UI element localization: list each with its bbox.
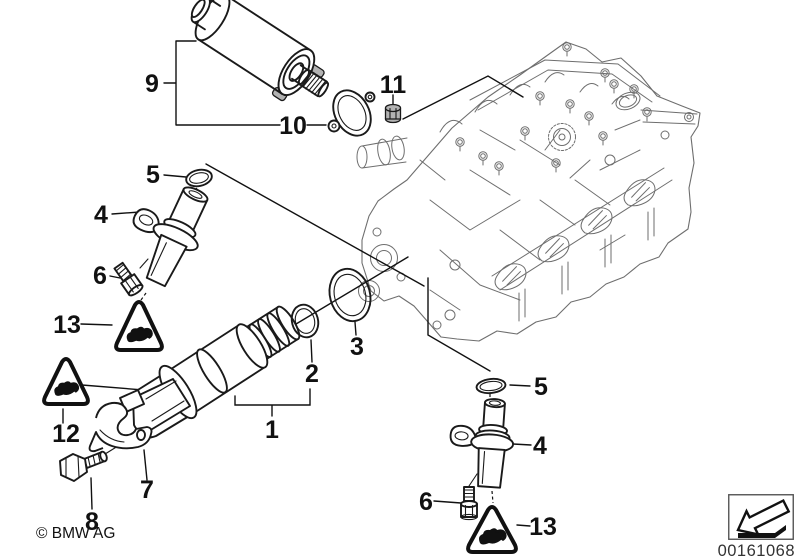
callout-5-left[interactable]: 5 — [146, 161, 160, 189]
solenoid-actuator-drawing — [190, 0, 330, 102]
callout-13-right[interactable]: 13 — [529, 513, 557, 541]
callout-9[interactable]: 9 — [145, 70, 159, 98]
gasket-ring-drawing — [327, 89, 376, 137]
callout-1[interactable]: 1 — [265, 416, 279, 444]
o-ring-small-drawing — [290, 303, 320, 339]
o-ring-right-drawing — [475, 377, 507, 395]
warning-triangle-lower-left-icon — [42, 357, 90, 406]
callout-4-left[interactable]: 4 — [94, 201, 108, 229]
callout-6-left[interactable]: 6 — [93, 262, 107, 290]
hex-nut-drawing — [384, 103, 402, 124]
copyright-text: © BMW AG — [36, 525, 115, 542]
callout-8[interactable]: 8 — [85, 508, 99, 536]
warning-triangle-right-icon — [466, 505, 518, 554]
engine-cylinder-head-drawing — [356, 41, 701, 342]
callouts: 9 10 11 5 4 6 13 2 3 1 12 7 8 5 4 6 13 — [52, 70, 557, 541]
callout-6-right[interactable]: 6 — [419, 488, 433, 516]
callout-3[interactable]: 3 — [350, 333, 364, 361]
image-id-text: 00161068 — [718, 542, 795, 559]
callout-5-right[interactable]: 5 — [534, 373, 548, 401]
callout-2[interactable]: 2 — [305, 360, 319, 388]
retaining-bracket-drawing — [88, 401, 153, 453]
callout-11[interactable]: 11 — [380, 71, 407, 99]
callout-4-right[interactable]: 4 — [533, 432, 547, 460]
callout-10[interactable]: 10 — [279, 112, 307, 140]
callout-12[interactable]: 12 — [52, 420, 80, 448]
callout-13-left[interactable]: 13 — [53, 311, 81, 339]
screw-right-drawing — [460, 486, 478, 521]
callout-7[interactable]: 7 — [140, 476, 154, 504]
camshaft-sensor-right-drawing — [449, 398, 515, 489]
link-arrow-icon[interactable] — [728, 494, 794, 540]
o-ring-left-drawing — [185, 168, 213, 188]
warning-triangle-left-icon — [114, 300, 164, 352]
screw-left-drawing — [113, 261, 144, 297]
camshaft-sensor-left-drawing — [132, 186, 209, 288]
hex-bolt-drawing — [59, 450, 108, 482]
o-ring-large-drawing — [328, 267, 372, 323]
